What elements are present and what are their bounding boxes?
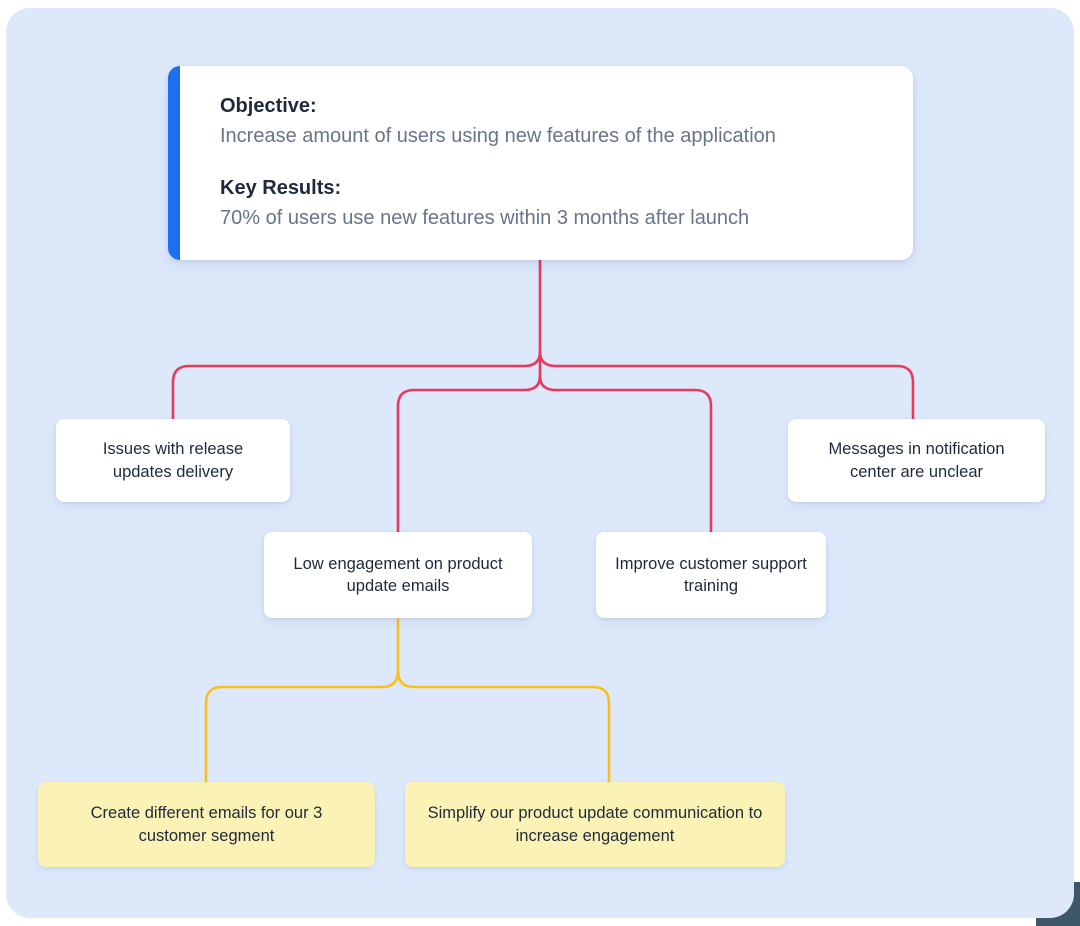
key-results-label: Key Results: <box>220 177 342 199</box>
node-label: Create different emails for our 3 custom… <box>90 804 323 845</box>
node-simplify-communication[interactable]: Simplify our product update communicatio… <box>405 782 785 867</box>
node-label: Messages in notification center are uncl… <box>828 440 1005 481</box>
node-issues-release[interactable]: Issues with release updates delivery <box>56 419 290 502</box>
card-accent-bar <box>168 66 180 260</box>
objective-card[interactable]: Objective: Increase amount of users usin… <box>168 66 913 260</box>
card-content: Objective: Increase amount of users usin… <box>168 66 913 233</box>
node-label: Low engagement on product update emails <box>293 554 503 595</box>
node-label: Issues with release updates delivery <box>102 440 244 481</box>
node-label: Improve customer support training <box>615 554 807 595</box>
node-create-emails[interactable]: Create different emails for our 3 custom… <box>38 782 375 867</box>
node-low-engagement[interactable]: Low engagement on product update emails <box>264 532 532 618</box>
node-improve-support[interactable]: Improve customer support training <box>596 532 826 618</box>
node-label: Simplify our product update communicatio… <box>427 804 763 845</box>
objective-text: Increase amount of users using new featu… <box>220 125 776 147</box>
key-results-text: 70% of users use new features within 3 m… <box>220 207 750 229</box>
node-messages-unclear[interactable]: Messages in notification center are uncl… <box>788 419 1045 502</box>
objective-label: Objective: <box>220 95 317 117</box>
